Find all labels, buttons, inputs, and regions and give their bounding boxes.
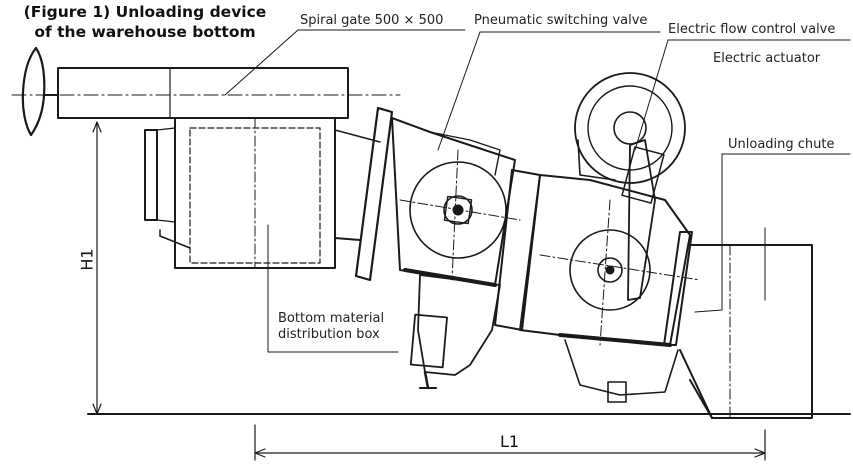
pneumatic-switching-valve: [354, 106, 521, 390]
label-unloading-chute: Unloading chute: [728, 137, 835, 152]
electric-actuator: [574, 72, 686, 301]
figure-title-line2: of the warehouse bottom: [34, 23, 256, 41]
label-spiral-gate: Spiral gate 500 × 500: [300, 13, 444, 28]
distribution-box: [144, 117, 336, 269]
label-pneumatic-valve: Pneumatic switching valve: [474, 13, 648, 28]
label-distribution-box-line1: Bottom material: [278, 311, 385, 326]
l1-dimension: [254, 429, 766, 461]
label-electric-flow-valve: Electric flow control valve: [668, 22, 836, 37]
figure-title: (Figure 1) Unloading device of the wareh…: [10, 2, 280, 42]
label-electric-actuator: Electric actuator: [713, 51, 821, 66]
dimension-h1: H1: [77, 248, 97, 271]
unloading-chute: [679, 227, 813, 419]
leader-lines: [224, 29, 851, 353]
spiral-gate-body: [57, 67, 349, 119]
handwheel-icon: [21, 46, 59, 137]
label-distribution-box-line2: distribution box: [278, 327, 380, 342]
dimension-l1: L1: [500, 432, 520, 451]
electric-flow-control-valve: [494, 169, 701, 403]
figure-title-line1: (Figure 1) Unloading device: [23, 3, 267, 21]
label-distribution-box: Bottom material distribution box: [278, 311, 384, 343]
h1-dimension: [92, 121, 102, 415]
